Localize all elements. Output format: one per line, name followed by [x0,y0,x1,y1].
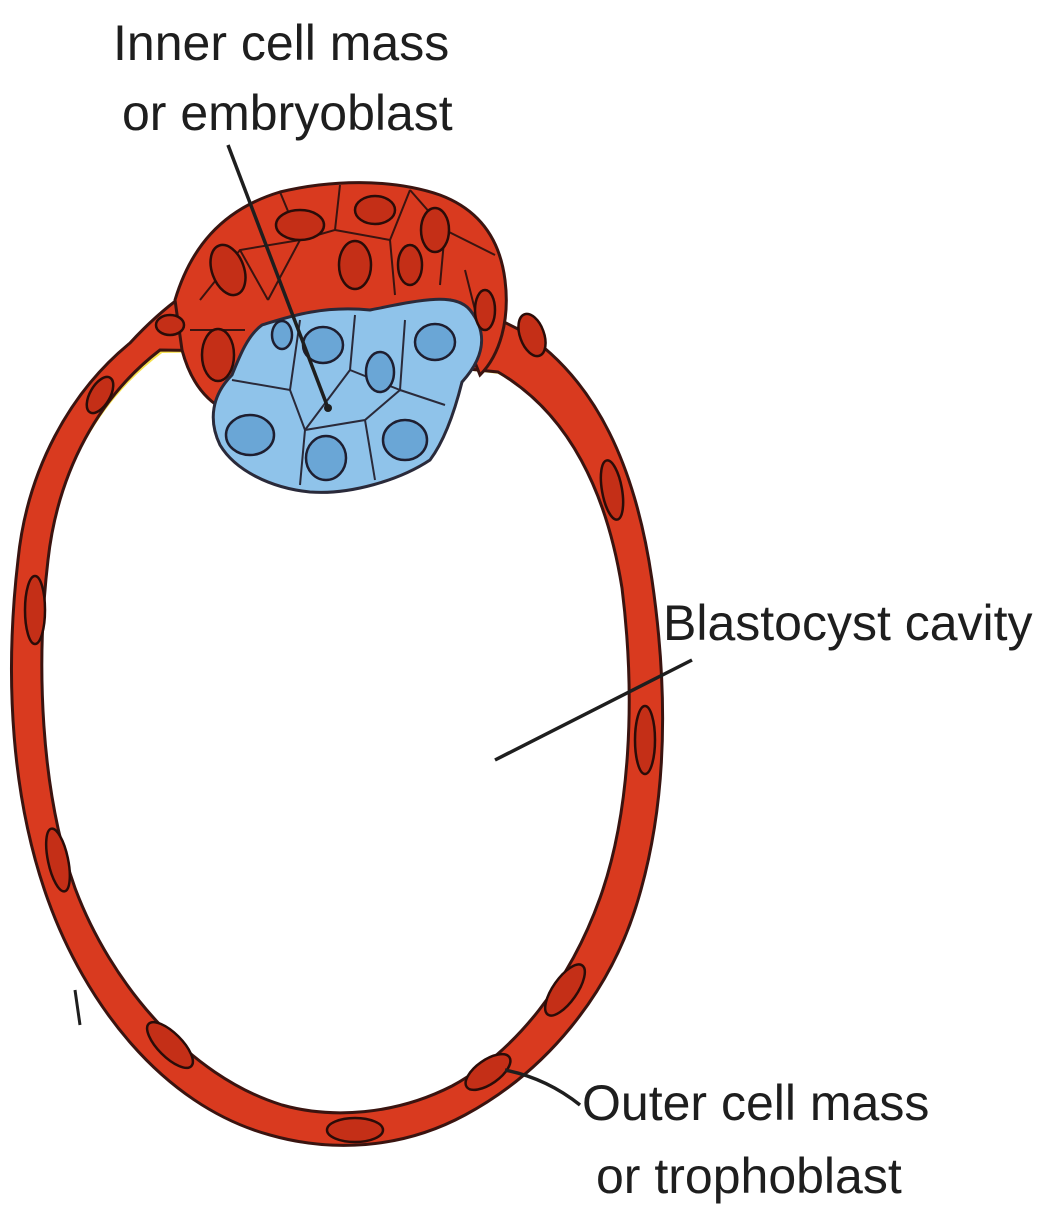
label-inner-cell-mass-line1: Inner cell mass [113,15,449,71]
label-blastocyst-cavity: Blastocyst cavity [663,595,1033,651]
label-outer-cell-mass-line2: or trophoblast [596,1148,902,1204]
leader-dot [324,404,332,412]
label-inner-cell-mass-line2: or embryoblast [122,85,453,141]
stray-mark [75,990,80,1025]
label-outer-cell-mass-line1: Outer cell mass [582,1075,929,1131]
